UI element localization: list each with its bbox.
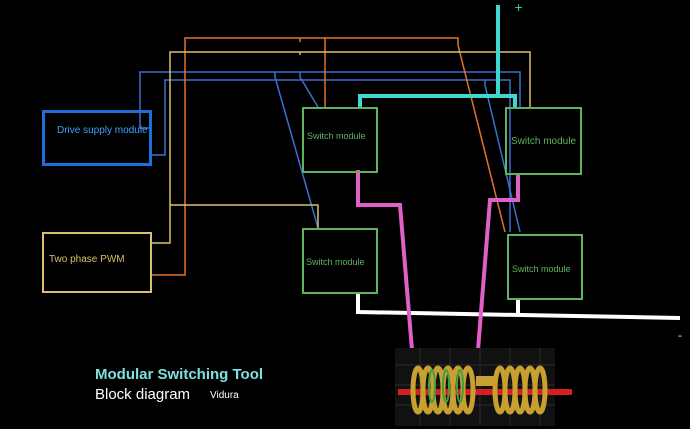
switch-module-top-right-label: Switch module [511,136,577,147]
negative-terminal-label: - [678,329,682,342]
two-phase-pwm: Two phase PWM [42,232,152,293]
switch-module-top-left: Switch module [302,107,378,173]
switch-module-bottom-left-label: Switch module [306,257,365,267]
switch-module-bottom-left: Switch module [302,228,378,294]
switch-module-bottom-right-label: Switch module [512,264,571,274]
switch-module-top-right: Switch module [505,107,582,175]
negative-rail [356,293,681,320]
diagram-title: Modular Switching Tool [95,366,264,383]
blue-supply-wires [139,71,521,233]
diagram-subtitle: Block diagram [95,386,191,403]
coil-connections [356,170,520,351]
drive-supply-module-label: Drive supply module [57,125,148,136]
diagram-author: Vidura [210,390,239,401]
positive-rail [358,5,517,107]
switch-module-top-left-label: Switch module [307,131,366,141]
orange-pwm-wires [152,37,506,276]
two-phase-pwm-label: Two phase PWM [49,254,125,265]
drive-supply-module: Drive supply module [42,110,152,166]
switch-module-bottom-right: Switch module [507,234,583,300]
coil-illustration [395,348,572,426]
yellow-pwm-wires [152,51,531,244]
positive-terminal-label: + [514,1,524,14]
